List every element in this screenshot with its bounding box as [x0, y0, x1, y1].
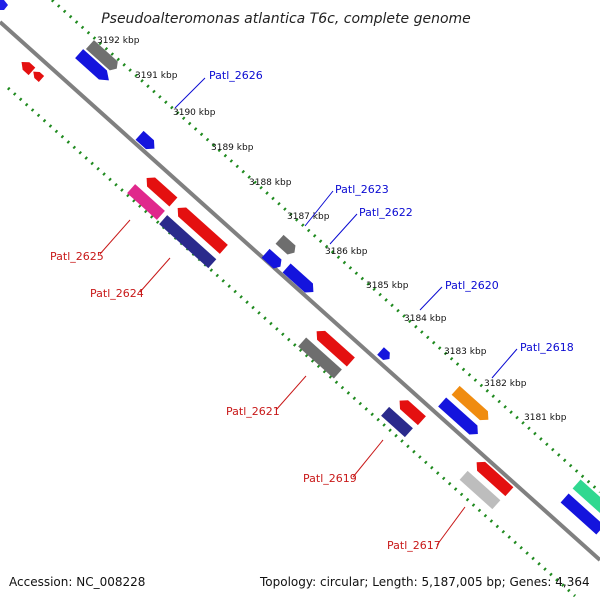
gene-arrow[interactable]: [396, 396, 426, 426]
accession-text: Accession: NC_008228: [9, 575, 146, 589]
gene-arrow[interactable]: [75, 49, 113, 85]
gene-label-patl-2621[interactable]: Patl_2621: [226, 405, 280, 418]
gene-arrow[interactable]: [31, 69, 45, 82]
tick-label: 3191 kbp: [135, 71, 178, 81]
gene-arrow[interactable]: [0, 0, 8, 10]
gene-arrow[interactable]: [159, 215, 217, 269]
gene-arrow[interactable]: [127, 184, 165, 220]
gene-arrow[interactable]: [18, 58, 36, 76]
gene-arrow[interactable]: [473, 458, 514, 497]
gene-label-patl-2623[interactable]: Patl_2623: [335, 183, 389, 196]
gene-label-patl-2622[interactable]: Patl_2622: [359, 206, 413, 219]
gene-arrow[interactable]: [572, 479, 600, 521]
gene-label-patl-2617[interactable]: Patl_2617: [387, 539, 441, 552]
gene-arrow[interactable]: [275, 234, 299, 257]
gene-arrow[interactable]: [282, 263, 318, 297]
tick-label: 3192 kbp: [97, 36, 140, 46]
gene-arrow[interactable]: [377, 347, 393, 362]
tick-label: 3190 kbp: [173, 108, 216, 118]
map-title: Pseudoalteromonas atlantica T6c, complet…: [101, 11, 471, 27]
tick-label: 3186 kbp: [325, 247, 368, 257]
outer-dotted-guide: [50, 0, 600, 494]
topology-text: Topology: circular; Length: 5,187,005 bp…: [260, 575, 590, 589]
gene-arrow[interactable]: [451, 385, 493, 424]
tick-label: 3183 kbp: [444, 347, 487, 357]
tick-label: 3189 kbp: [211, 143, 254, 153]
gene-arrow[interactable]: [85, 40, 121, 73]
gene-arrow[interactable]: [143, 174, 178, 207]
gene-label-patl-2624[interactable]: Patl_2624: [90, 287, 144, 300]
tick-label: 3188 kbp: [249, 178, 292, 188]
tick-label: 3185 kbp: [366, 281, 409, 291]
gene-arrow[interactable]: [261, 248, 285, 271]
gene-arrow[interactable]: [459, 470, 501, 510]
forward-strand-genes: [0, 0, 600, 535]
kbp-ticks: 3192 kbp 3191 kbp 3190 kbp 3189 kbp 3188…: [97, 36, 567, 423]
gene-label-patl-2626[interactable]: Patl_2626: [209, 69, 263, 82]
gene-label-patl-2625[interactable]: Patl_2625: [50, 250, 104, 263]
tick-label: 3182 kbp: [484, 379, 527, 389]
gene-arrow[interactable]: [174, 203, 228, 254]
genome-backbone: [0, 20, 600, 562]
tick-label: 3187 kbp: [287, 212, 330, 222]
gene-arrow[interactable]: [313, 327, 355, 367]
gene-arrow[interactable]: [135, 130, 159, 153]
gene-arrow[interactable]: [560, 493, 600, 535]
tick-label: 3184 kbp: [404, 314, 447, 324]
gene-arrow[interactable]: [438, 397, 482, 439]
tick-label: 3181 kbp: [524, 413, 567, 423]
forward-label-leaders: [174, 77, 518, 379]
gene-label-patl-2618[interactable]: Patl_2618: [520, 341, 574, 354]
inner-dotted-guide: [6, 86, 577, 598]
gene-label-patl-2620[interactable]: Patl_2620: [445, 279, 499, 292]
gene-label-patl-2619[interactable]: Patl_2619: [303, 472, 357, 485]
gene-arrow[interactable]: [381, 406, 413, 438]
gene-arrow[interactable]: [298, 337, 342, 379]
reverse-strand-genes: [18, 58, 514, 510]
reverse-label-leaders: [99, 219, 466, 546]
